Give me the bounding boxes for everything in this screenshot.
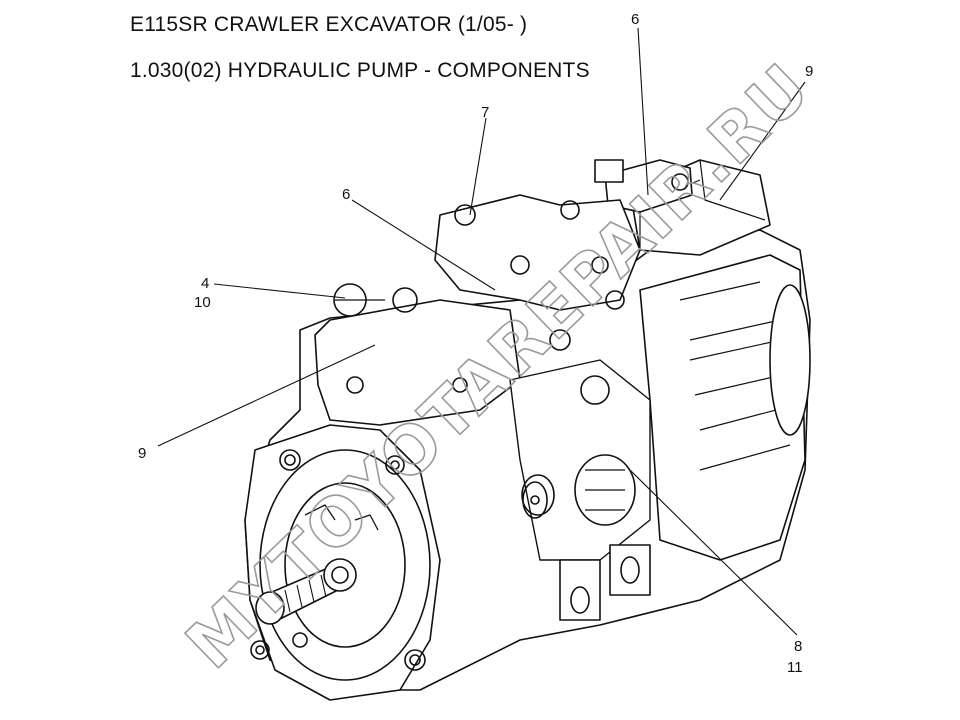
callout-11: 11 bbox=[787, 659, 803, 676]
inspection-port bbox=[574, 454, 636, 526]
callout-6-mid: 6 bbox=[342, 186, 350, 203]
leader-9-right bbox=[719, 81, 806, 201]
pump-illustration bbox=[244, 159, 811, 701]
leader-4 bbox=[213, 283, 346, 299]
callout-9-right: 9 bbox=[805, 63, 813, 80]
right-casing bbox=[639, 254, 806, 561]
leader-6-mid bbox=[351, 199, 496, 291]
casing-end-cap bbox=[769, 284, 811, 436]
callout-6-top: 6 bbox=[631, 11, 639, 28]
callout-10: 10 bbox=[194, 294, 211, 311]
callout-labels: 6 9 7 6 4 10 9 8 11 bbox=[138, 11, 813, 676]
leader-lines bbox=[157, 27, 806, 636]
section-subtitle: 1.030(02) HYDRAULIC PUMP - COMPONENTS bbox=[130, 59, 590, 82]
callout-8: 8 bbox=[794, 638, 802, 655]
leader-8 bbox=[629, 469, 798, 636]
leader-7 bbox=[469, 117, 487, 216]
callout-7: 7 bbox=[481, 104, 489, 121]
leader-9-left bbox=[157, 344, 376, 447]
callout-4: 4 bbox=[201, 275, 209, 292]
solenoid-connector bbox=[594, 159, 624, 183]
leader-6-top bbox=[637, 27, 649, 196]
drain-plug bbox=[521, 474, 555, 516]
left-regulator bbox=[314, 299, 521, 426]
callout-9-left: 9 bbox=[138, 445, 146, 462]
control-valve-block bbox=[434, 194, 641, 311]
drive-shaft bbox=[255, 558, 357, 625]
page-title: E115SR CRAWLER EXCAVATOR (1/05- ) bbox=[130, 13, 528, 36]
